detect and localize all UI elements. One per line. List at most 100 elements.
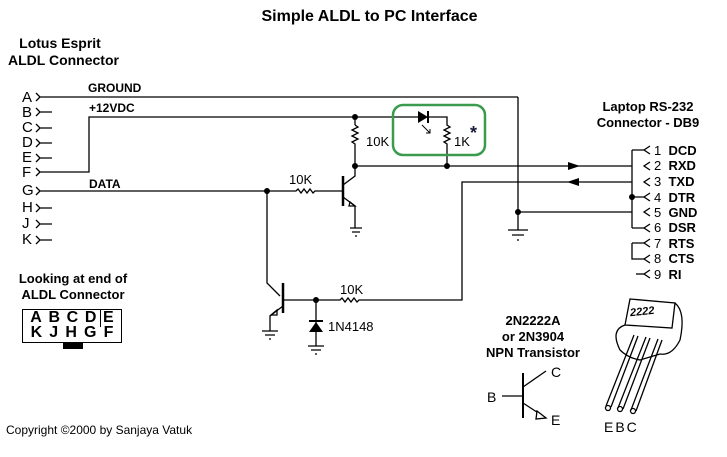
transistor-package-icon [604, 298, 683, 415]
aldl-pin-chevrons [35, 92, 518, 245]
legend-emitter-arrow [535, 409, 548, 420]
led-icon [418, 111, 431, 134]
pin-j-stub [35, 219, 52, 229]
db9-pin-name: GND [668, 205, 698, 220]
led-resistor [428, 116, 452, 166]
db9-pin-name: CTS [668, 251, 695, 266]
aldl-pin-a: A [22, 89, 33, 106]
diode-icon [309, 320, 323, 332]
copyright: Copyright ©2000 by Sanjaya Vatuk [6, 423, 193, 437]
lower-transistor-emitter [269, 305, 284, 331]
end-view-header-line1: Looking at end of [18, 271, 128, 286]
db9-header: Laptop RS-232 Connector - DB9 [588, 99, 708, 131]
junction-dot [352, 163, 358, 169]
lower-emitter-arrow [269, 308, 278, 316]
connector-cell: E [102, 309, 114, 326]
pin-h-stub [35, 203, 52, 213]
connector-divider [100, 310, 101, 327]
connector-bottom-row: K J H G F [23, 324, 121, 341]
net-label-power: +12VDC [89, 101, 135, 115]
aldl-pin-j: J [22, 215, 30, 232]
transistor-legend-line3: NPN Transistor [486, 345, 580, 360]
resistor-led-label: 1K [454, 134, 470, 149]
pin-c-stub [35, 123, 52, 133]
db9-pin-number: 9 [654, 267, 662, 282]
connector-end-view: A B C D E K J H G F [22, 309, 122, 343]
junction-dots [264, 114, 635, 303]
db9-pin-2: 2 RXD [654, 158, 696, 174]
upper-transistor-ground-icon [350, 227, 362, 237]
aldl-pin-c: C [22, 119, 33, 136]
lower-transistor-ground-icon [262, 330, 278, 340]
db9-header-line2: Connector - DB9 [596, 115, 700, 130]
resistor-collector-label: 10K [366, 134, 390, 149]
db9-pin-name: TXD [668, 174, 695, 189]
upper-emitter-arrow [348, 200, 357, 207]
db9-pin-name: RXD [668, 158, 696, 173]
db9-header-line1: Laptop RS-232 [602, 99, 694, 114]
db9-pin-number: 3 [654, 174, 662, 189]
connector-cell: G [84, 324, 97, 341]
pin-e-stub [35, 153, 52, 163]
db9-pin-number: 6 [654, 220, 662, 235]
db9-pin-3: 3 TXD [654, 174, 694, 190]
db9-pin-7: 7 RTS [654, 236, 694, 252]
txd-wire [283, 181, 632, 304]
connector-top-row: A B C D E [23, 309, 121, 326]
diagram-title-text: Simple ALDL to PC Interface [261, 8, 478, 25]
connector-cell: J [49, 324, 59, 341]
legend-collector-lead [522, 370, 547, 388]
diode-label: 1N4148 [328, 319, 374, 334]
txd-arrow-icon [567, 178, 579, 186]
pin-a-wire [35, 92, 518, 102]
diode-ground-icon [308, 345, 324, 355]
pin-b-stub [35, 107, 52, 117]
upper-transistor-emitter [342, 196, 356, 228]
transistor-legend-header: 2N2222A or 2N3904 NPN Transistor [468, 313, 598, 361]
junction-dot [515, 209, 521, 215]
db9-pin-name: RI [668, 267, 682, 282]
legend-base-label: B [487, 389, 497, 405]
resistor-base-upper-label: 10K [289, 172, 313, 187]
pin-g-data-wire [35, 186, 288, 196]
junction-dot [264, 188, 270, 194]
base-resistor-upper [288, 187, 343, 195]
aldl-pin-e: E [22, 149, 33, 166]
connector-cell: C [66, 309, 79, 326]
collector-resistor [350, 124, 360, 166]
db9-pin-name: DCD [668, 143, 697, 158]
net-label-data: DATA [89, 177, 121, 191]
legend-emitter-label: E [551, 412, 561, 428]
db9-pin-8: 8 CTS [654, 251, 694, 267]
db9-pin-number: 7 [654, 236, 662, 251]
pin-d-stub [35, 138, 52, 148]
db9-pin-1: 1 DCD [654, 143, 697, 159]
resistor-led-note: * [470, 123, 478, 143]
pin-f-power-wire [35, 116, 355, 177]
aldl-header-line1: Lotus Esprit [19, 35, 101, 51]
upper-transistor-collector [342, 166, 356, 186]
connector-cell: B [48, 309, 61, 326]
aldl-connector-header: Lotus Esprit ALDL Connector [8, 35, 119, 69]
db9-pin-9: 9 RI [654, 267, 681, 283]
connector-end-view-header: Looking at end of ALDL Connector [8, 271, 138, 303]
db9-pin-number: 1 [654, 143, 662, 158]
db9-pin-name: DSR [668, 220, 696, 235]
connector-cell: K [30, 324, 43, 341]
db9-pin-4: 4 DTR [654, 190, 695, 206]
junction-dot [313, 297, 319, 303]
db9-pin-number: 2 [654, 158, 662, 173]
package-pin-labels: EBC [604, 419, 639, 435]
aldl-pin-d: D [22, 134, 33, 151]
connector-cell: H [65, 324, 77, 341]
legend-collector-label: C [551, 364, 562, 380]
junction-dot [629, 194, 635, 200]
aldl-header-line2: ALDL Connector [8, 52, 119, 68]
db9-pin-5: 5 GND [654, 205, 697, 221]
db9-pin-name: RTS [668, 236, 695, 251]
db9-pin-chevrons [642, 145, 651, 279]
db9-pin-number: 5 [654, 205, 662, 220]
connector-cell: D [84, 309, 97, 326]
rxd-arrow-icon [568, 162, 580, 170]
